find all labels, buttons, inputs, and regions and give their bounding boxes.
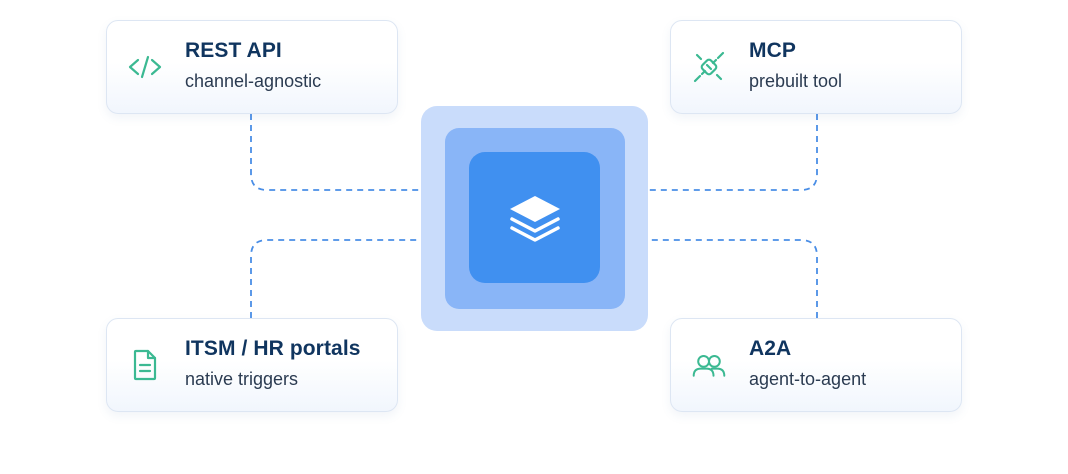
stacked-layers-icon	[509, 195, 560, 242]
card-mcp[interactable]: MCP prebuilt tool	[670, 20, 962, 114]
card-title: MCP	[749, 39, 796, 62]
card-subtitle: native triggers	[185, 369, 299, 389]
document-icon	[127, 347, 163, 383]
connector-rest-api	[250, 114, 445, 191]
card-itsm-hr-portals[interactable]: ITSM / HR portals native triggers	[106, 318, 398, 412]
connector-itsm	[250, 239, 445, 318]
card-subtitle: agent-to-agent	[749, 369, 867, 389]
users-icon	[691, 347, 727, 383]
card-a2a[interactable]: A2A agent-to-agent	[670, 318, 962, 412]
plug-connector-icon	[691, 49, 727, 85]
hub-core[interactable]	[469, 152, 600, 283]
card-title: REST API	[185, 39, 282, 62]
card-subtitle: prebuilt tool	[749, 71, 843, 91]
card-subtitle: channel-agnostic	[185, 71, 322, 91]
connector-mcp	[625, 114, 818, 191]
card-rest-api[interactable]: REST API channel-agnostic	[106, 20, 398, 114]
card-title: A2A	[749, 337, 792, 360]
connector-a2a	[625, 239, 818, 318]
card-title: ITSM / HR portals	[185, 337, 361, 360]
code-brackets-icon	[127, 49, 163, 85]
